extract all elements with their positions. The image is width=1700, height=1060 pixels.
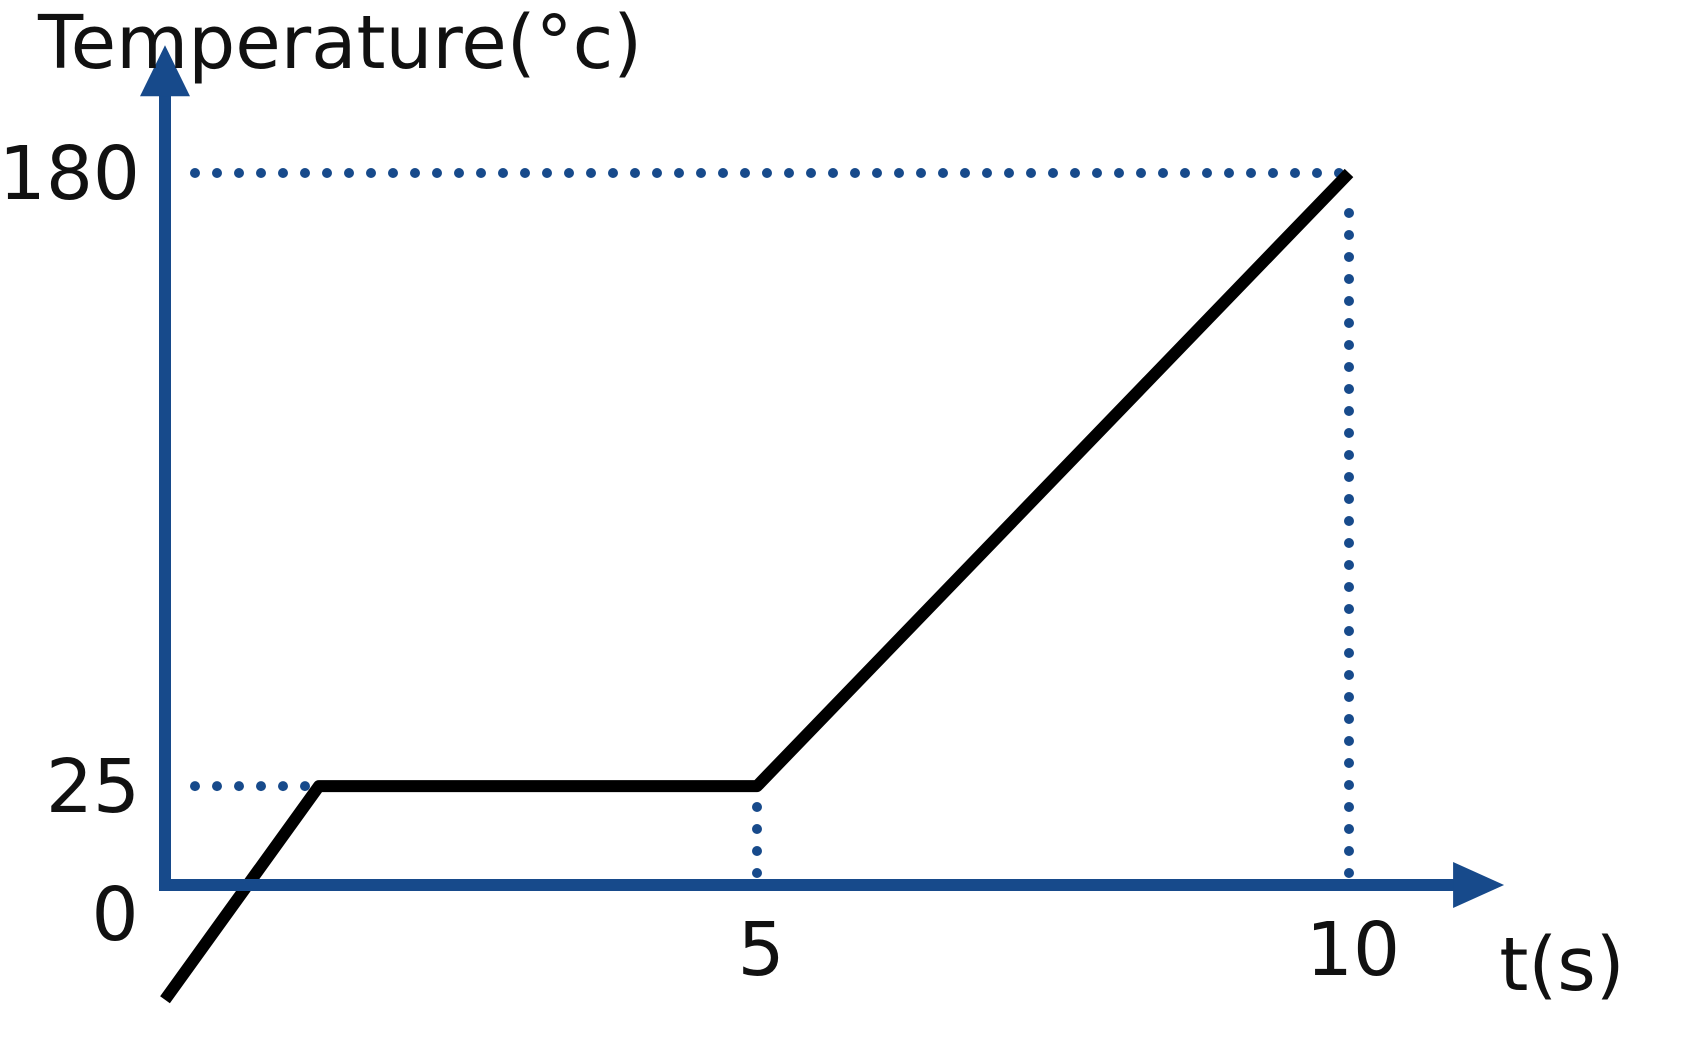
x-axis-label: t(s) bbox=[1499, 922, 1624, 1008]
axes bbox=[140, 45, 1505, 908]
x-axis-arrow-icon bbox=[1453, 862, 1505, 908]
y-axis-arrow-icon bbox=[140, 45, 190, 97]
x-tick-label-10: 10 bbox=[1306, 907, 1400, 993]
tick-labels: 0 5 10 25 180 bbox=[0, 131, 1400, 993]
y-tick-label-180: 180 bbox=[0, 131, 140, 217]
series-line-0 bbox=[160, 168, 1354, 1004]
y-axis-label: Temperature(°c) bbox=[37, 0, 642, 86]
x-tick-label-0: 0 bbox=[91, 872, 138, 958]
y-tick-label-25: 25 bbox=[46, 744, 140, 830]
series-layer bbox=[160, 168, 1354, 1004]
reference-lines bbox=[190, 168, 1354, 878]
x-tick-label-5: 5 bbox=[737, 907, 784, 993]
